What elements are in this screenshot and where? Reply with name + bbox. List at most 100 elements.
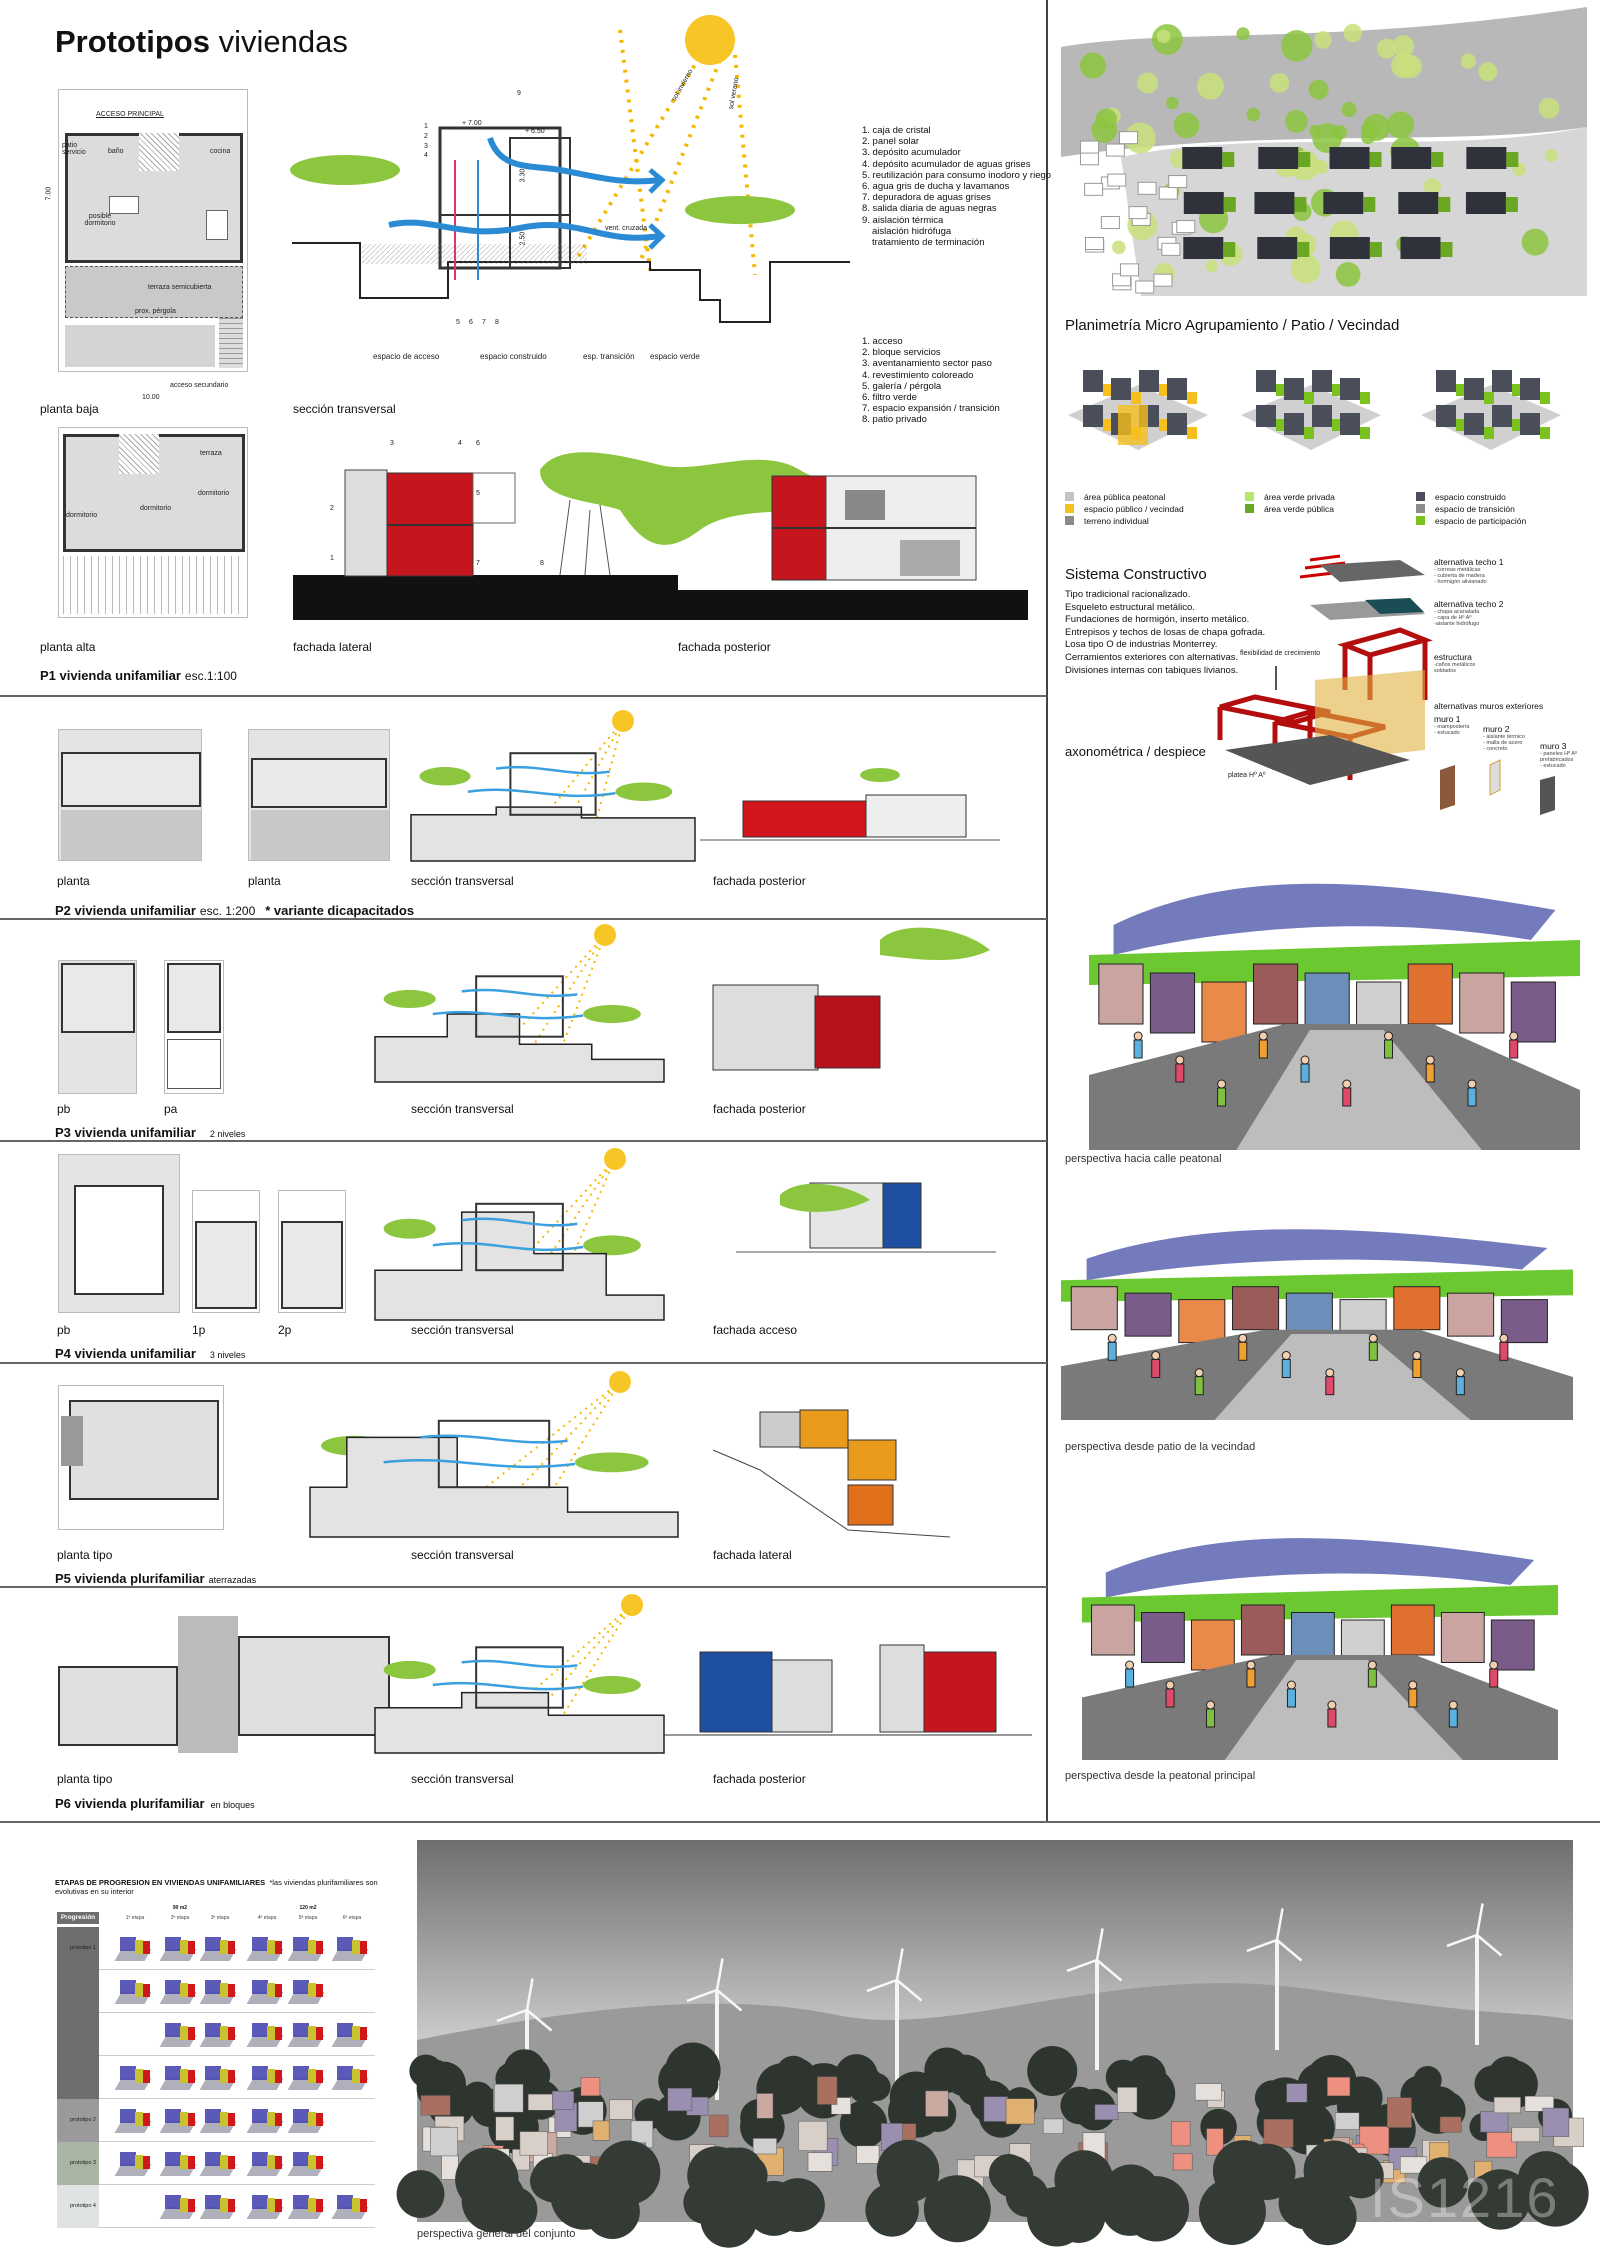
existing-building bbox=[1128, 206, 1148, 220]
tree-canopy bbox=[583, 1235, 641, 1256]
existing-building bbox=[1119, 131, 1139, 145]
callout-number: 4 bbox=[424, 152, 428, 159]
person-body bbox=[1489, 1668, 1499, 1688]
facade-lateral-drawing bbox=[293, 469, 678, 620]
tree-icon bbox=[1308, 79, 1329, 100]
legend-swatch bbox=[1245, 504, 1254, 513]
tree-icon bbox=[1478, 62, 1498, 82]
stage-volume bbox=[287, 2021, 325, 2047]
open-space bbox=[1512, 384, 1522, 396]
tree-canopy bbox=[419, 767, 471, 786]
spec-line: Divisiones internas con tabiques liviano… bbox=[1065, 664, 1239, 676]
sun-ray bbox=[533, 934, 606, 1045]
callout-number: 3 bbox=[424, 143, 428, 150]
caption: fachada posterior bbox=[713, 874, 806, 888]
facade-volume bbox=[847, 1439, 897, 1481]
sun-icon bbox=[612, 710, 634, 732]
tree-canopy bbox=[529, 2161, 570, 2201]
floor-plan bbox=[192, 1190, 260, 1313]
open-space bbox=[1276, 419, 1286, 431]
person-figure bbox=[1175, 1055, 1185, 1065]
stage-header: 3ª etapa bbox=[210, 1915, 230, 1921]
turbine-blade bbox=[1276, 1939, 1303, 1962]
stage-volume bbox=[331, 1935, 369, 1961]
sun-icon bbox=[604, 1148, 626, 1170]
tree-icon bbox=[1166, 96, 1179, 110]
caption: fachada posterior bbox=[713, 1772, 806, 1786]
tree-icon bbox=[1314, 31, 1332, 49]
facade-volume bbox=[814, 995, 881, 1069]
tree-canopy bbox=[615, 782, 673, 801]
zone-label: esp. transición bbox=[583, 352, 635, 361]
building bbox=[1511, 2127, 1540, 2143]
caption: fachada posterior bbox=[713, 1102, 806, 1116]
private-green bbox=[1431, 152, 1444, 167]
tree-canopy bbox=[1338, 2152, 1384, 2199]
stage-volume bbox=[114, 2150, 152, 2176]
area-label: 120 m2 bbox=[299, 1905, 317, 1911]
building bbox=[494, 2083, 524, 2113]
stage-header: 6ª etapa bbox=[342, 1915, 362, 1921]
floor-plan bbox=[58, 1385, 224, 1530]
sky-wash bbox=[1105, 1538, 1535, 1598]
person-body bbox=[1448, 1708, 1458, 1728]
tree-canopy bbox=[383, 989, 436, 1009]
person-body bbox=[1165, 1688, 1175, 1708]
building-footprint bbox=[1400, 237, 1441, 259]
person-figure bbox=[1325, 1368, 1335, 1378]
caption: fachada posterior bbox=[678, 640, 771, 654]
open-space bbox=[1187, 427, 1197, 439]
stage-volume bbox=[159, 1935, 197, 1961]
caption: sección transversal bbox=[411, 1102, 514, 1116]
building bbox=[1327, 2076, 1351, 2097]
existing-building bbox=[1080, 140, 1100, 154]
turbine-blade bbox=[1095, 1928, 1104, 1961]
existing-building bbox=[1176, 220, 1196, 234]
greenery bbox=[1082, 1585, 1558, 1623]
legend-swatch bbox=[1416, 504, 1425, 513]
legend-swatch bbox=[1065, 504, 1074, 513]
person-figure bbox=[1125, 1660, 1135, 1670]
note-item: -caños metálicos bbox=[1434, 662, 1476, 668]
plan-label: posible dormitorio bbox=[84, 213, 116, 227]
open-space bbox=[1456, 419, 1466, 431]
section-label: vent. cruzada bbox=[605, 225, 648, 232]
plan-label: dormitorio bbox=[66, 512, 98, 519]
building bbox=[592, 2120, 610, 2141]
person-figure bbox=[1327, 1700, 1337, 1710]
existing-building bbox=[1084, 182, 1104, 196]
callout-number: 1 bbox=[330, 555, 334, 562]
tree-icon bbox=[1111, 240, 1126, 255]
greenery bbox=[1061, 1269, 1573, 1302]
person-body bbox=[1217, 1087, 1227, 1107]
building-sketch bbox=[1098, 963, 1144, 1025]
caption: sección transversal bbox=[411, 1772, 514, 1786]
callout-number: 9 bbox=[517, 90, 521, 97]
tree-canopy bbox=[1281, 2101, 1335, 2155]
caption: sección transversal bbox=[293, 402, 396, 416]
building-footprint bbox=[1257, 237, 1298, 259]
legend-item: espacio de participación bbox=[1416, 515, 1526, 527]
sun-ray bbox=[548, 1381, 621, 1497]
stage-volume bbox=[199, 2193, 237, 2219]
row-label: prototipo 2 bbox=[57, 2099, 99, 2142]
open-space bbox=[1304, 427, 1314, 439]
person-figure bbox=[1467, 1079, 1477, 1089]
person-body bbox=[1286, 1688, 1296, 1708]
turbine-blade bbox=[715, 1958, 724, 1991]
person-figure bbox=[1258, 1031, 1268, 1041]
tree-icon bbox=[1391, 52, 1417, 79]
legend-label: espacio de participación bbox=[1435, 516, 1527, 526]
airflow-arrow bbox=[467, 788, 616, 798]
building-footprint bbox=[1329, 237, 1370, 259]
floor-plan bbox=[278, 1190, 346, 1313]
section-drawing-p1 bbox=[290, 15, 850, 323]
tree-icon bbox=[1544, 149, 1558, 162]
tree-canopy bbox=[923, 2175, 991, 2243]
tree-icon bbox=[1284, 109, 1308, 133]
divider bbox=[0, 695, 1047, 697]
list-item: 3. depósito acumulador bbox=[862, 147, 961, 159]
flex-label: flexibilidad de crecimiento bbox=[1240, 650, 1321, 657]
open-space bbox=[1332, 384, 1342, 396]
